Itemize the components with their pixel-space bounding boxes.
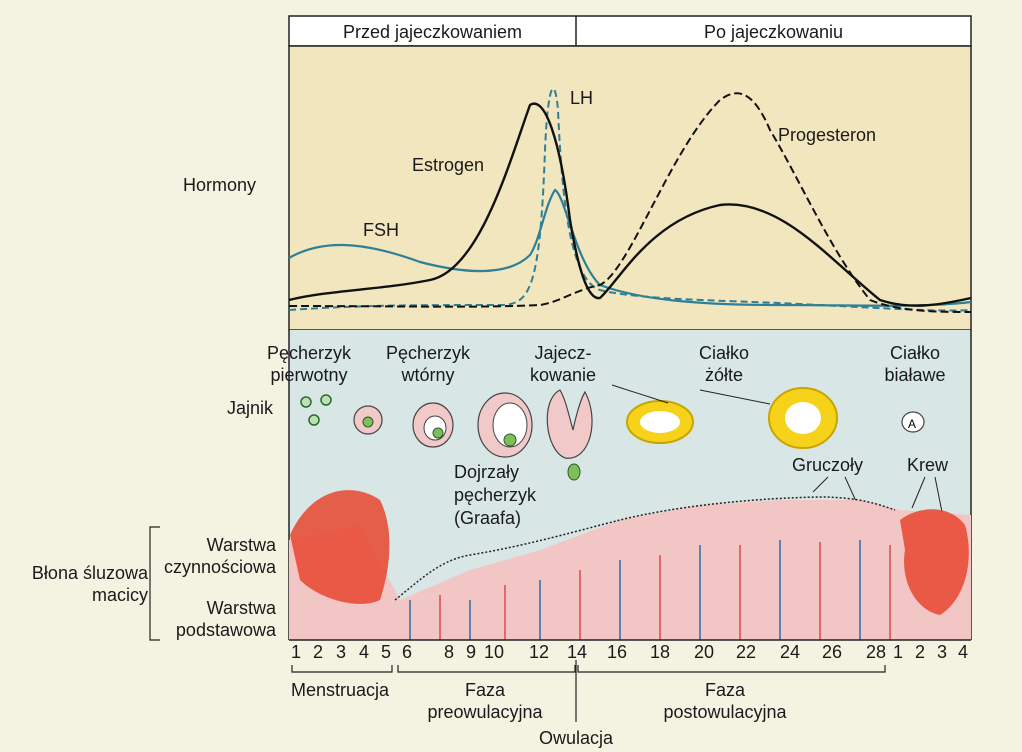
day-tick: 4 xyxy=(957,642,968,662)
day-tick: 6 xyxy=(401,642,412,662)
corpus-luteum-pointer-1 xyxy=(611,384,669,404)
fsh-label: FSH xyxy=(363,220,399,240)
hormone-panel xyxy=(288,45,972,331)
basal-layer-label-2: podstawowa xyxy=(175,620,276,640)
day-tick: 2 xyxy=(914,642,925,662)
day-tick: 9 xyxy=(465,642,476,662)
basal-layer-label-1: Warstwa xyxy=(206,598,276,618)
after-ovulation-label: Po jajeczkowaniu xyxy=(703,22,844,42)
day-tick: 4 xyxy=(358,642,369,662)
mature-follicle-label-3: (Graafa) xyxy=(454,508,522,528)
preovulatory-bracket xyxy=(397,665,576,673)
blood-pointer-2 xyxy=(934,476,943,513)
primary-follicle-label-1: Pęcherzyk xyxy=(266,343,352,363)
corpus-luteum-pointer-2 xyxy=(699,389,771,405)
blood-pointer xyxy=(911,476,926,509)
corpus-luteum-label-1: Ciałko xyxy=(698,343,750,363)
menstruation-bracket xyxy=(291,665,393,673)
estrogen-label: Estrogen xyxy=(412,155,485,175)
postovulatory-label-2: postowulacyjna xyxy=(663,702,787,722)
ovary-panel xyxy=(289,330,971,485)
corpus-luteum xyxy=(626,387,838,449)
day-tick: 24 xyxy=(779,642,801,662)
day-tick: 26 xyxy=(821,642,843,662)
uterus-label-1: Błona śluzowa xyxy=(31,563,148,583)
day-tick: 3 xyxy=(335,642,346,662)
day-tick: 3 xyxy=(936,642,947,662)
before-ovulation-label: Przed jajeczkowaniem xyxy=(342,22,523,42)
postovulatory-label-1: Faza xyxy=(704,680,746,700)
day-tick: 22 xyxy=(735,642,757,662)
blood-label: Krew xyxy=(907,455,949,475)
day-tick: 10 xyxy=(483,642,505,662)
day-tick: 1 xyxy=(892,642,903,662)
menstruation-label: Menstruacja xyxy=(290,680,390,700)
postovulatory-bracket xyxy=(577,665,886,673)
glands-pointer xyxy=(812,476,829,493)
ovulation-label-2: kowanie xyxy=(529,365,597,385)
day-tick: 2 xyxy=(312,642,323,662)
ovary-row-label: Jajnik xyxy=(227,398,274,418)
endometrium xyxy=(289,490,971,640)
day-tick: 14 xyxy=(566,642,588,662)
svg-text:A: A xyxy=(908,417,916,431)
primary-follicles xyxy=(300,394,332,426)
estrogen-curve xyxy=(288,102,972,307)
day-tick: 16 xyxy=(606,642,628,662)
day-tick: 8 xyxy=(443,642,454,662)
corpus-luteum-label-2: żółte xyxy=(704,365,744,385)
functional-layer-label-2: czynnościowa xyxy=(163,557,276,577)
lh-label: LH xyxy=(570,88,594,108)
lh-curve xyxy=(288,87,972,312)
corpus-albicans-label-2: białawe xyxy=(884,365,946,385)
ovulation-axis-label: Owulacja xyxy=(538,728,614,748)
preovulatory-label-1: Faza xyxy=(464,680,506,700)
fsh-curve xyxy=(288,188,972,307)
day-tick: 12 xyxy=(528,642,550,662)
glands-label: Gruczoły xyxy=(792,455,864,475)
progesterone-label: Progesteron xyxy=(778,125,877,145)
day-tick: 28 xyxy=(865,642,887,662)
header-bar xyxy=(288,15,972,47)
uterus-bracket xyxy=(149,526,160,641)
day-tick: 18 xyxy=(649,642,671,662)
uterus-label-2: macicy xyxy=(91,585,148,605)
functional-layer-label-1: Warstwa xyxy=(206,535,276,555)
primary-follicle-label-2: pierwotny xyxy=(270,365,348,385)
ovulation-follicle xyxy=(546,389,593,481)
day-tick: 1 xyxy=(290,642,301,662)
corpus-albicans-label-1: Ciałko xyxy=(889,343,941,363)
mature-follicle-label-2: pęcherzyk xyxy=(454,485,537,505)
secondary-follicle-label-1: Pęcherzyk xyxy=(385,343,471,363)
corpus-albicans: A xyxy=(901,411,925,433)
day-tick: 5 xyxy=(380,642,391,662)
secondary-follicle xyxy=(353,402,454,448)
progesterone-curve xyxy=(288,92,972,313)
hormones-row-label: Hormony xyxy=(183,175,257,195)
day-tick: 20 xyxy=(693,642,715,662)
secondary-follicle-label-2: wtórny xyxy=(401,365,455,385)
mature-follicle xyxy=(477,392,533,458)
ovulation-label-1: Jajecz- xyxy=(534,343,592,363)
preovulatory-label-2: preowulacyjna xyxy=(427,702,543,722)
mature-follicle-label-1: Dojrzały xyxy=(454,462,520,482)
